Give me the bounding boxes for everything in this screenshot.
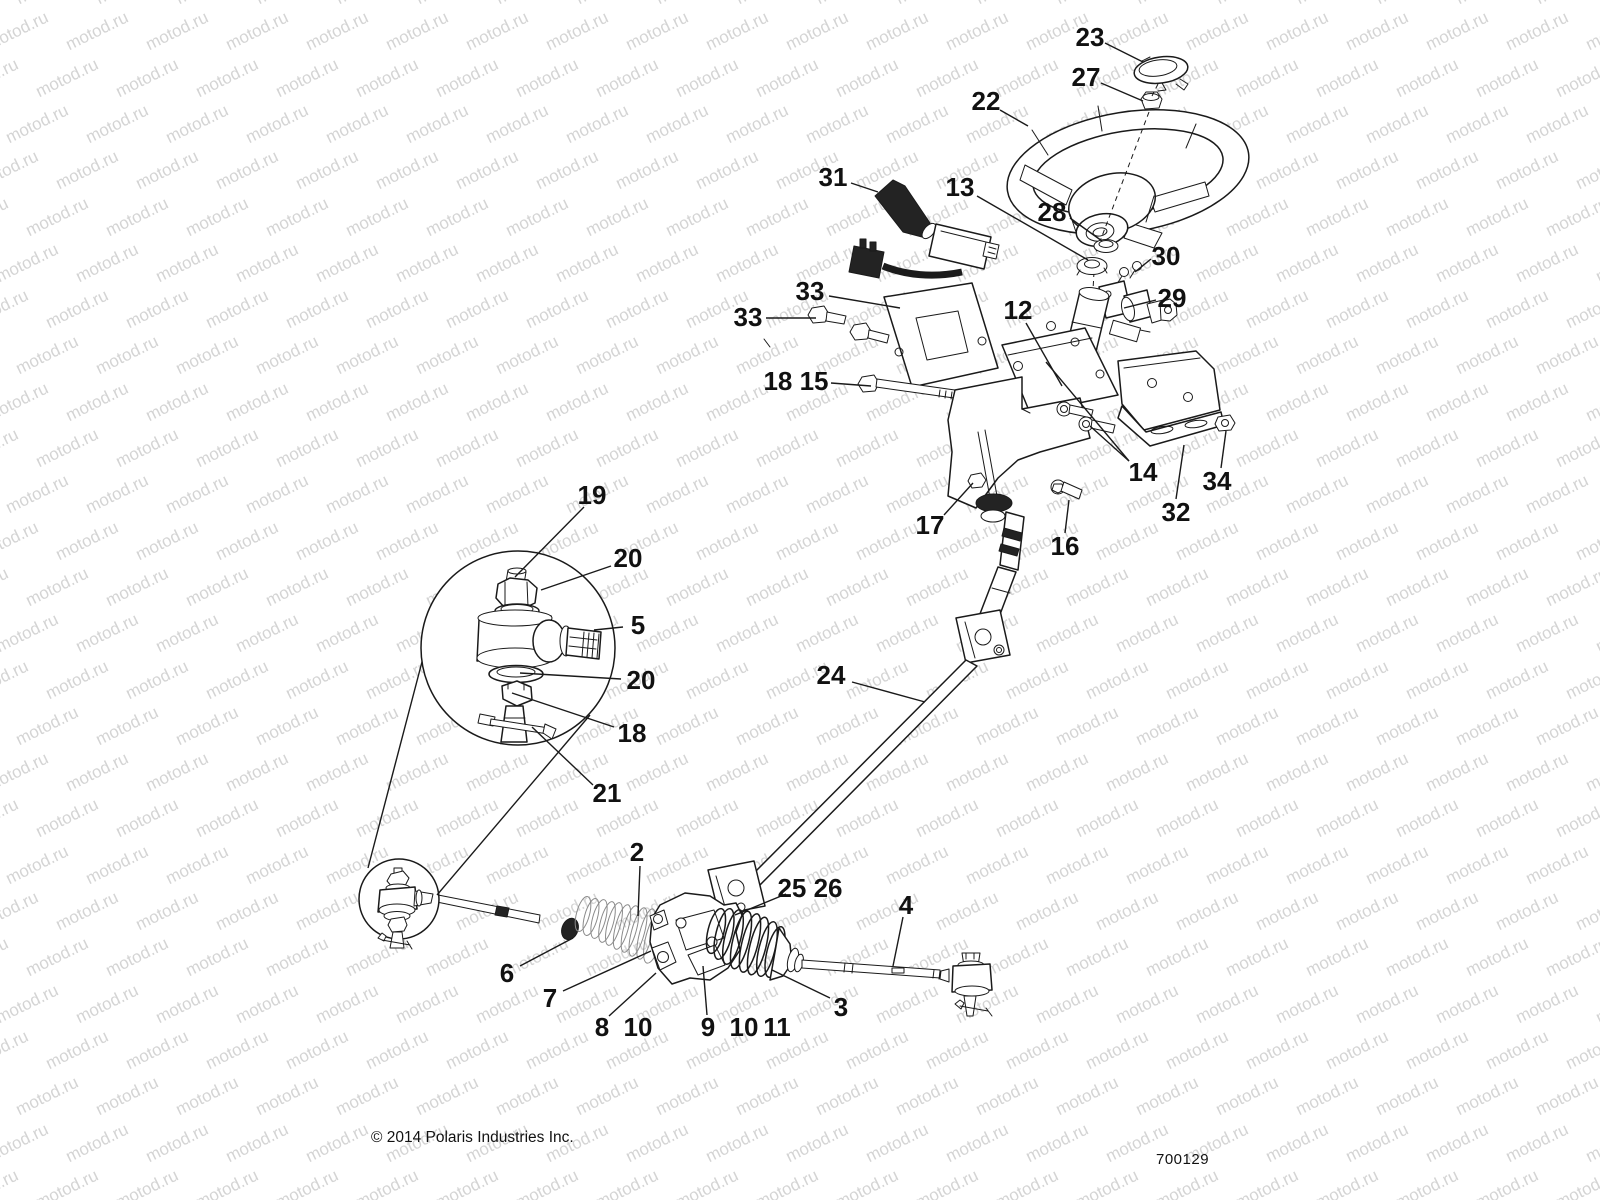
callout-29: 29 <box>1158 283 1187 313</box>
callout-leader-23 <box>1104 42 1144 63</box>
callout-23: 23 <box>1076 22 1105 52</box>
callout-3: 3 <box>834 992 848 1022</box>
column-lower-fasteners-drawing <box>967 472 1083 523</box>
callout-31: 31 <box>819 162 848 192</box>
callout-leader-16 <box>1064 499 1070 534</box>
callout-17: 17 <box>916 510 945 540</box>
callout-10: 10 <box>730 1012 759 1042</box>
callout-leader-22 <box>999 109 1029 127</box>
mounting-plate-drawing <box>763 282 999 388</box>
callout-leader-7 <box>562 950 652 992</box>
callout-leader-17 <box>943 482 974 516</box>
callout-leader-21 <box>531 726 594 786</box>
callout-leader-28 <box>1069 217 1103 242</box>
callout-20: 20 <box>614 543 643 573</box>
callout-leader-5 <box>593 626 624 631</box>
callout-leader-9 <box>702 965 708 1016</box>
callout-4: 4 <box>899 890 914 920</box>
screws-30-drawing <box>1116 261 1142 285</box>
callout-2: 2 <box>630 837 644 867</box>
callout-34: 34 <box>1203 466 1232 496</box>
callout-leader-13 <box>976 195 1089 261</box>
rack-and-pinion-drawing <box>431 892 993 1017</box>
tie-rod-end-detail-circle <box>420 550 616 746</box>
magnifier-line <box>436 714 591 896</box>
callout-leader-8 <box>608 972 657 1017</box>
callout-leader-24 <box>851 681 926 703</box>
callout-leader-20 <box>519 672 622 680</box>
callout-18-15: 18 15 <box>763 366 828 396</box>
callout-21: 21 <box>593 778 622 808</box>
callout-13: 13 <box>946 172 975 202</box>
callout-9: 9 <box>701 1012 715 1042</box>
callout-leader-25-26 <box>734 893 787 916</box>
callout-33: 33 <box>796 276 825 306</box>
callout-7: 7 <box>543 983 557 1013</box>
callout-19: 19 <box>578 480 607 510</box>
tie-rod-end-location-circle <box>358 858 440 950</box>
hex-nut-27-drawing <box>1140 91 1163 110</box>
copyright-text: © 2014 Polaris Industries Inc. <box>371 1129 574 1146</box>
callout-8: 8 <box>595 1012 609 1042</box>
callout-5: 5 <box>631 610 645 640</box>
callout-32: 32 <box>1162 497 1191 527</box>
callout-leader-30 <box>1134 258 1152 273</box>
callout-11: 11 <box>763 1012 791 1042</box>
callout-leader-2 <box>637 865 641 917</box>
callout-leader-3 <box>771 969 831 999</box>
toggle-switch-drawing <box>848 179 1000 279</box>
axis-centerline <box>1092 271 1095 291</box>
callout-22: 22 <box>972 86 1001 116</box>
bushing-and-ring-drawing <box>1076 239 1119 276</box>
callout-leader-31 <box>850 182 879 193</box>
steering-wheel-cap-drawing <box>1133 55 1189 92</box>
callout-leader-32 <box>1175 444 1185 500</box>
callout-leader-14 <box>1045 361 1130 462</box>
callout-14: 14 <box>1129 457 1158 487</box>
axis-centerline <box>1095 111 1150 253</box>
callout-leader-12 <box>1025 322 1063 387</box>
callout-leader-18 <box>511 692 615 728</box>
callout-leader-14 <box>1089 425 1130 462</box>
diagram-number: 700129 <box>1156 1151 1210 1168</box>
callout-16: 16 <box>1051 531 1080 561</box>
column-bracket-drawing <box>947 327 1119 509</box>
callout-leader-18-15 <box>830 382 872 387</box>
support-bracket-drawing <box>1117 350 1236 447</box>
callout-leader-27 <box>1100 82 1144 102</box>
callout-33: 33 <box>734 302 763 332</box>
steering-shaft-drawing <box>702 511 1025 945</box>
callout-leader-29 <box>1123 299 1157 309</box>
axis-centerline <box>1151 83 1159 97</box>
callout-10: 10 <box>624 1012 653 1042</box>
callout-6: 6 <box>500 958 514 988</box>
callout-leader-20 <box>540 565 612 591</box>
callout-25-26: 25 26 <box>777 873 842 903</box>
callout-leader-34 <box>1220 430 1227 469</box>
callout-24: 24 <box>817 660 846 690</box>
ignition-switch-drawing <box>1098 280 1178 324</box>
callout-18: 18 <box>618 718 647 748</box>
callout-leader-4 <box>892 916 904 967</box>
callout-20: 20 <box>627 665 656 695</box>
magnifier-line <box>367 657 424 869</box>
callout-30: 30 <box>1152 241 1181 271</box>
callout-leader-6 <box>519 937 574 967</box>
callout-leader-33 <box>828 295 901 309</box>
callout-12: 12 <box>1004 295 1033 325</box>
callout-28: 28 <box>1038 197 1067 227</box>
callout-27: 27 <box>1072 62 1101 92</box>
callout-leader-19 <box>514 506 585 578</box>
